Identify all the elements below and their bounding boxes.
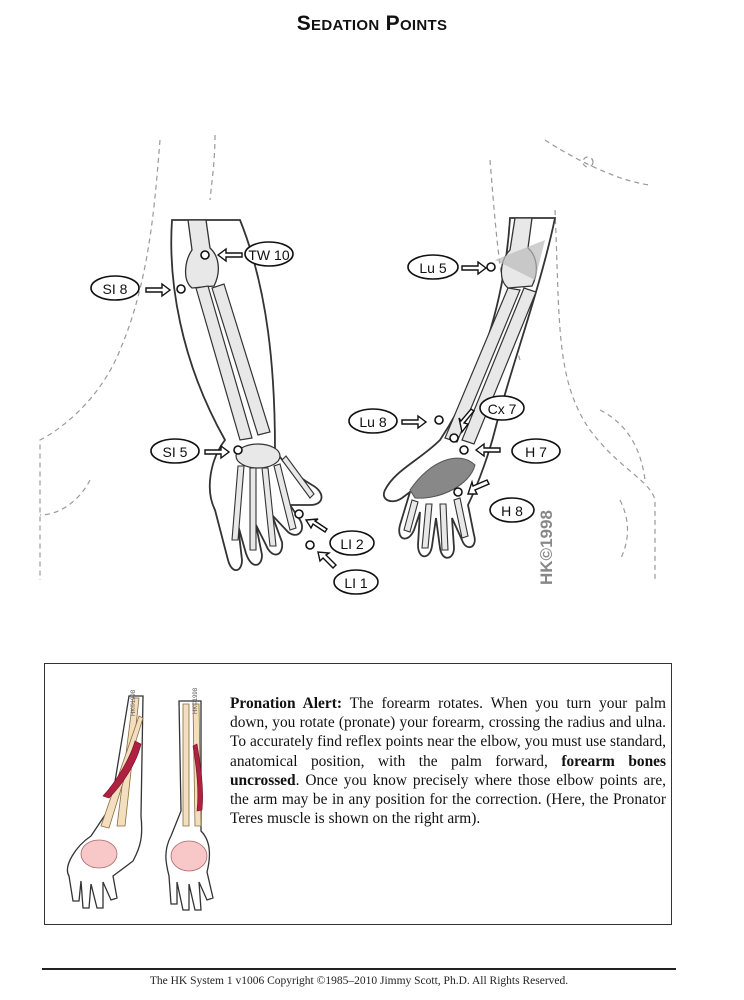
label-lu5: Lu 5	[419, 260, 446, 276]
label-h8: H 8	[501, 503, 523, 519]
label-li1: LI 1	[344, 575, 368, 591]
pronation-alert-text: Pronation Alert: The forearm rotates. Wh…	[230, 694, 666, 828]
label-ovals	[90, 241, 561, 595]
alert-emphasis: forearm bones uncrossed	[230, 752, 666, 789]
footer-divider	[42, 968, 676, 970]
mini-label-right: HK©1998	[192, 687, 199, 714]
label-lu8: Lu 8	[359, 414, 386, 430]
point-markers	[176, 250, 496, 550]
label-tw10: TW 10	[248, 247, 289, 263]
right-arm	[382, 217, 557, 559]
body-outline	[39, 134, 656, 580]
sedation-points-illustration: TW 10 SI 8 SI 5 LI 2 LI 1 Lu 5 Lu 8 Cx 7…	[39, 134, 656, 595]
mini-label-left: HK©1998	[130, 689, 137, 716]
copyright-watermark: HK©1998	[537, 510, 556, 585]
footer-copyright: The HK System 1 v1006 Copyright ©1985–20…	[149, 975, 569, 987]
left-arm	[170, 219, 323, 572]
alert-heading: Pronation Alert:	[230, 695, 342, 712]
alert-body-2: . Once you know precisely where those el…	[230, 771, 666, 828]
page-title: Sedation Points	[296, 12, 448, 35]
mini-arm-left: HK©1998	[66, 689, 144, 909]
label-cx7: Cx 7	[488, 401, 517, 417]
pronation-alert-box: HK©1998 HK©1998 Pronation Alert: The for…	[44, 663, 672, 925]
alert-body-1: The forearm rotates. When you turn your …	[230, 695, 666, 770]
label-li2: LI 2	[340, 536, 364, 552]
label-si5: SI 5	[163, 444, 188, 460]
point-arrows	[145, 247, 501, 569]
label-h7: H 7	[525, 444, 547, 460]
label-si8: SI 8	[103, 281, 128, 297]
label-texts: TW 10 SI 8 SI 5 LI 2 LI 1 Lu 5 Lu 8 Cx 7…	[103, 247, 548, 591]
pronation-illustration: HK©1998 HK©1998	[66, 687, 214, 911]
mini-arm-right: HK©1998	[165, 687, 214, 911]
